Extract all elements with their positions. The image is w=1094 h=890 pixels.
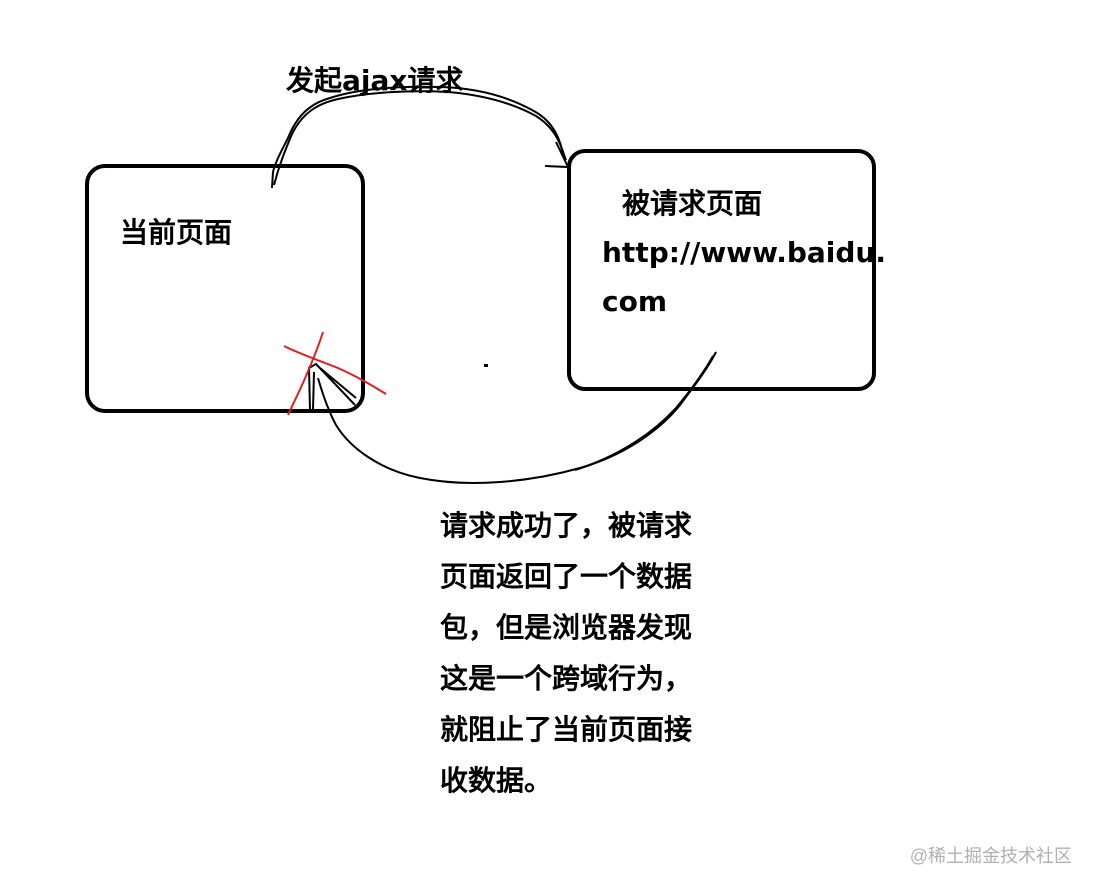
current-page-box <box>85 164 365 413</box>
explanation-line: 请求成功了，被请求 <box>440 509 693 542</box>
stray-dot <box>484 364 488 367</box>
blocked-cross-mark <box>283 331 387 416</box>
explanation-line: 就阻止了当前页面接 <box>440 713 693 746</box>
request-arrow-label: 发起ajax请求 <box>286 64 464 97</box>
explanation-line: 包，但是浏览器发现 <box>440 611 693 644</box>
explanation-line: 这是一个跨域行为， <box>440 662 693 695</box>
explanation-line: 页面返回了一个数据 <box>440 560 693 593</box>
current-page-title: 当前页面 <box>120 216 233 249</box>
target-page-title: 被请求页面 <box>622 187 763 220</box>
watermark: @稀土掘金技术社区 <box>909 846 1072 866</box>
target-page-box <box>567 149 876 391</box>
response-arrow <box>307 351 717 484</box>
explanation-line: 收数据。 <box>440 764 553 797</box>
explanation-text: 请求成功了，被请求 页面返回了一个数据 包，但是浏览器发现 这是一个跨域行为， … <box>440 500 692 806</box>
request-arrow <box>271 85 570 189</box>
target-page-url-line1: http://www.baidu. <box>602 236 886 269</box>
target-page-url-line2: com <box>602 285 668 318</box>
